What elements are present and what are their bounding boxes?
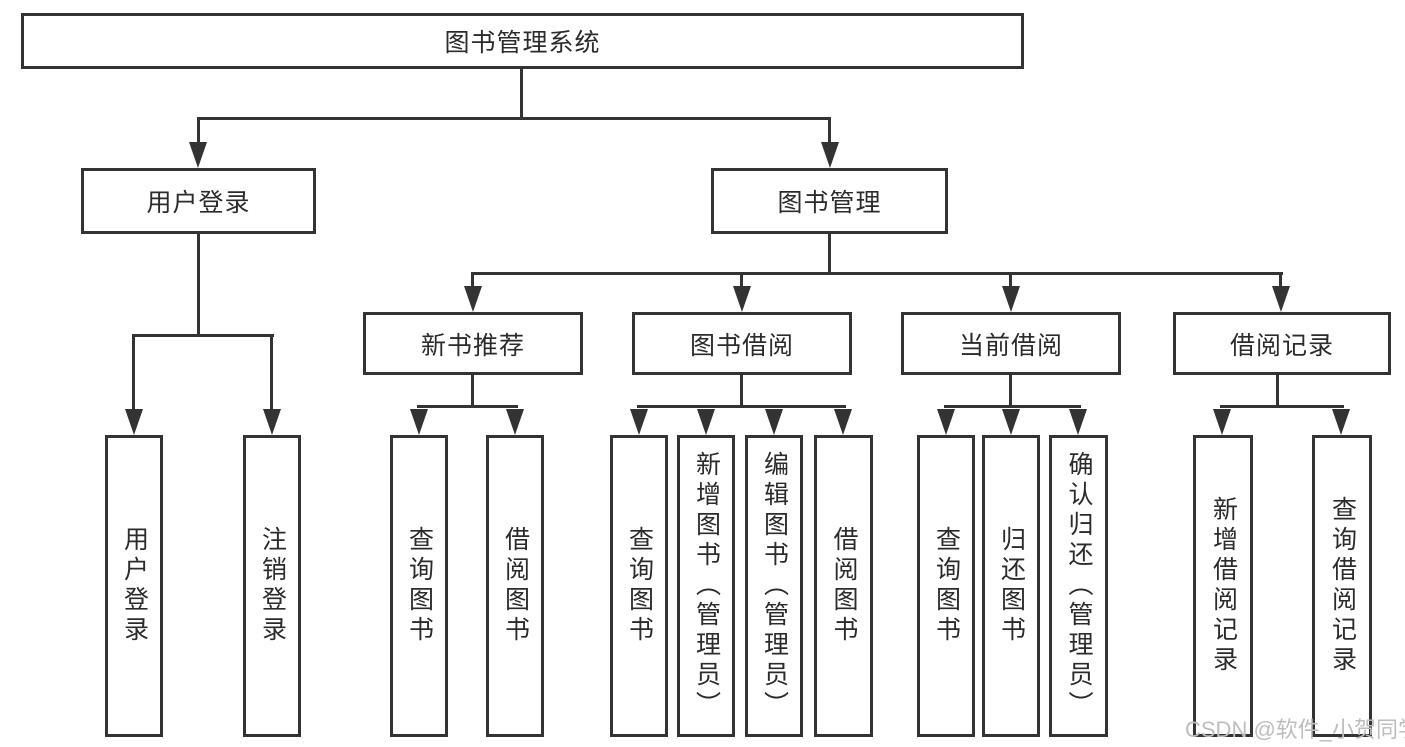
connector-line (471, 375, 474, 408)
connector-line (1009, 272, 1012, 289)
leaf-query-books-1-label: 查询图书 (405, 526, 434, 646)
arrow-down-icon (821, 142, 839, 168)
arrow-down-icon (189, 142, 207, 168)
leaf-logout-label: 注销登录 (258, 526, 287, 646)
leaf-add-book-admin-label: 新增图书（管理员） (692, 451, 721, 721)
arrow-down-icon (630, 409, 648, 435)
arrow-down-icon (1002, 286, 1020, 312)
node-root-label: 图书管理系统 (444, 29, 601, 57)
arrow-down-icon (1332, 409, 1350, 435)
leaf-edit-book-admin: 编辑图书（管理员） (745, 435, 803, 737)
leaf-query-books-2-label: 查询图书 (625, 526, 654, 646)
node-book-borrow: 图书借阅 (632, 312, 852, 375)
connector-line (828, 234, 831, 275)
connector-line (1279, 272, 1282, 289)
arrow-down-icon (697, 409, 715, 435)
node-new-book-recommend-label: 新书推荐 (420, 331, 525, 360)
connector-line (740, 375, 743, 408)
node-book-management: 图书管理 (711, 168, 948, 234)
arrow-down-icon (1069, 409, 1087, 435)
arrow-down-icon (937, 409, 955, 435)
arrow-down-icon (765, 409, 783, 435)
arrow-down-icon (263, 409, 281, 435)
arrow-down-icon (834, 409, 852, 435)
leaf-add-borrow-record-label: 新增借阅记录 (1209, 496, 1238, 676)
connector-line (1220, 405, 1344, 408)
node-book-borrow-label: 图书借阅 (689, 331, 794, 360)
leaf-query-borrow-record-label: 查询借阅记录 (1328, 496, 1357, 676)
node-book-management-label: 图书管理 (777, 189, 882, 217)
arrow-down-icon (506, 409, 524, 435)
csdn-watermark: CSDN @软件_小贺同学 (1185, 717, 1405, 742)
arrow-down-icon (1272, 286, 1290, 312)
leaf-query-borrow-record: 查询借阅记录 (1312, 435, 1372, 737)
connector-line (132, 334, 274, 337)
connector-line (520, 68, 523, 120)
leaf-confirm-return-admin: 确认归还（管理员） (1049, 435, 1108, 737)
leaf-confirm-return-admin-label: 确认归还（管理员） (1065, 451, 1093, 721)
leaf-borrow-books-2-label: 借阅图书 (830, 526, 858, 646)
leaf-user-login: 用户登录 (105, 435, 163, 737)
leaf-add-book-admin: 新增图书（管理员） (677, 435, 735, 737)
connector-line (417, 405, 518, 408)
connector-line (197, 117, 200, 145)
connector-line (944, 405, 1081, 408)
leaf-query-books-3-label: 查询图书 (932, 526, 961, 646)
leaf-edit-book-admin-label: 编辑图书（管理员） (760, 451, 789, 721)
leaf-return-books: 归还图书 (982, 435, 1040, 737)
node-borrow-records: 借阅记录 (1173, 312, 1391, 375)
connector-line (197, 234, 200, 337)
connector-line (471, 272, 474, 289)
node-current-borrow-label: 当前借阅 (958, 331, 1063, 360)
arrow-down-icon (410, 409, 428, 435)
connector-line (828, 117, 831, 145)
connector-line (1009, 375, 1012, 408)
node-root: 图书管理系统 (21, 13, 1024, 69)
connector-line (197, 117, 831, 120)
node-user-login: 用户登录 (81, 168, 316, 234)
leaf-query-books-3: 查询图书 (917, 435, 975, 737)
connector-line (740, 272, 743, 289)
connector-line (132, 334, 135, 412)
leaf-user-login-label: 用户登录 (120, 526, 149, 646)
leaf-query-books-1: 查询图书 (390, 435, 448, 737)
node-current-borrow: 当前借阅 (901, 312, 1121, 375)
leaf-borrow-books-1-label: 借阅图书 (501, 526, 530, 646)
leaf-query-books-2: 查询图书 (610, 435, 668, 737)
node-user-login-label: 用户登录 (146, 189, 251, 217)
node-borrow-records-label: 借阅记录 (1229, 331, 1334, 360)
connector-line (270, 334, 273, 412)
arrow-down-icon (733, 286, 751, 312)
connector-line (471, 272, 1283, 275)
arrow-down-icon (1213, 409, 1231, 435)
connector-line (1276, 375, 1279, 408)
arrow-down-icon (464, 286, 482, 312)
leaf-add-borrow-record: 新增借阅记录 (1193, 435, 1253, 737)
leaf-return-books-label: 归还图书 (997, 526, 1026, 646)
leaf-borrow-books-1: 借阅图书 (486, 435, 544, 737)
arrow-down-icon (1002, 409, 1020, 435)
node-new-book-recommend: 新书推荐 (363, 312, 583, 375)
leaf-borrow-books-2: 借阅图书 (814, 435, 873, 737)
arrow-down-icon (125, 409, 143, 435)
connector-line (637, 405, 846, 408)
leaf-logout: 注销登录 (243, 435, 301, 737)
